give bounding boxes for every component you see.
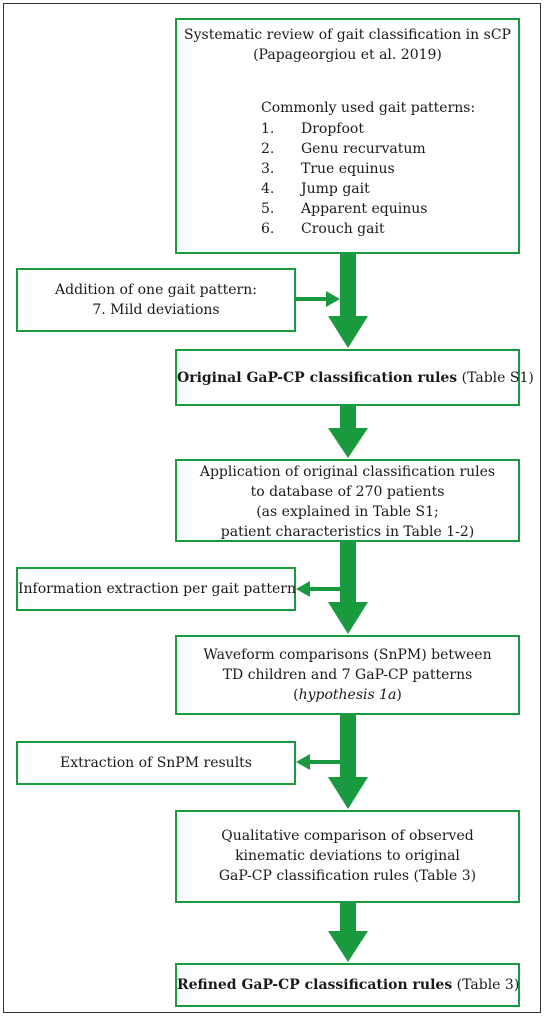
refined-rules-ref: (Table 3) [452,977,520,993]
information-extraction-box: Information extraction per gait pattern [16,567,296,611]
waveform-line-1: Waveform comparisons (SnPM) between [203,647,492,663]
original-rules-title: Original GaP-CP classification rules [177,370,458,386]
application-line-2: to database of 270 patients [250,484,445,500]
main-arrow-2-shaft [340,406,356,432]
snpm-extraction-side-arrowhead [296,754,310,770]
addition-side-arrowhead [326,291,340,307]
waveform-line-2: TD children and 7 GaP-CP patterns [222,667,473,683]
list-item: 2.Genu recurvatum [261,141,426,157]
main-arrow-3-shaft [340,542,356,604]
application-line-4: patient characteristics in Table 1-2) [220,524,475,540]
addition-line-2: 7. Mild deviations [92,302,220,318]
main-arrow-1-shaft [340,252,356,318]
addition-box: Addition of one gait pattern: 7. Mild de… [16,268,296,332]
gait-pattern-list: Commonly used gait patterns: 1.Dropfoot … [261,98,475,239]
waveform-comparison-box: Waveform comparisons (SnPM) between TD c… [175,635,520,715]
refined-rules-box: Refined GaP-CP classification rules (Tab… [175,963,520,1007]
application-line-3: (as explained in Table S1; [256,504,439,520]
main-arrow-5-shaft [340,903,356,935]
list-item: 4.Jump gait [261,181,370,197]
hypothesis-label: hypothesis 1a [298,687,397,703]
qualitative-comparison-box: Qualitative comparison of observed kinem… [175,810,520,903]
main-arrow-4-head [328,777,368,809]
application-line-1: Application of original classification r… [199,464,496,480]
main-arrow-1-head [328,316,368,348]
list-item: 5.Apparent equinus [261,201,428,217]
refined-rules-title: Refined GaP-CP classification rules [177,977,453,993]
gait-pattern-heading: Commonly used gait patterns: [261,100,476,116]
original-rules-ref: (Table S1) [457,370,534,386]
main-arrow-3-head [328,602,368,634]
figure-frame [3,3,541,1013]
main-arrow-2-head [328,428,368,458]
info-extraction-side-arrowhead [296,581,310,597]
original-rules-box: Original GaP-CP classification rules (Ta… [175,349,534,406]
main-arrow-5-head [328,931,368,962]
list-item: 3.True equinus [261,161,395,177]
snpm-extraction-text: Extraction of SnPM results [60,755,252,771]
snpm-extraction-box: Extraction of SnPM results [16,741,296,785]
list-item: 6.Crouch gait [261,221,385,237]
main-arrow-4-shaft [340,715,356,779]
original-rules-text: Original GaP-CP classification rules (Ta… [177,368,534,388]
qualitative-line-3: GaP-CP classification rules (Table 3) [218,868,477,884]
review-citation: (Papageorgiou et al. 2019) [253,47,442,63]
qualitative-line-1: Qualitative comparison of observed [221,828,474,844]
refined-rules-text: Refined GaP-CP classification rules (Tab… [177,975,520,995]
information-extraction-text: Information extraction per gait pattern [18,581,296,597]
addition-line-1: Addition of one gait pattern: [55,282,257,298]
systematic-review-box: Systematic review of gait classification… [175,18,520,254]
qualitative-line-2: kinematic deviations to original [235,848,460,864]
list-item: 1.Dropfoot [261,121,364,137]
review-title: Systematic review of gait classification… [184,27,511,43]
application-box: Application of original classification r… [175,459,520,542]
waveform-line-3: (hypothesis 1a) [293,687,402,703]
